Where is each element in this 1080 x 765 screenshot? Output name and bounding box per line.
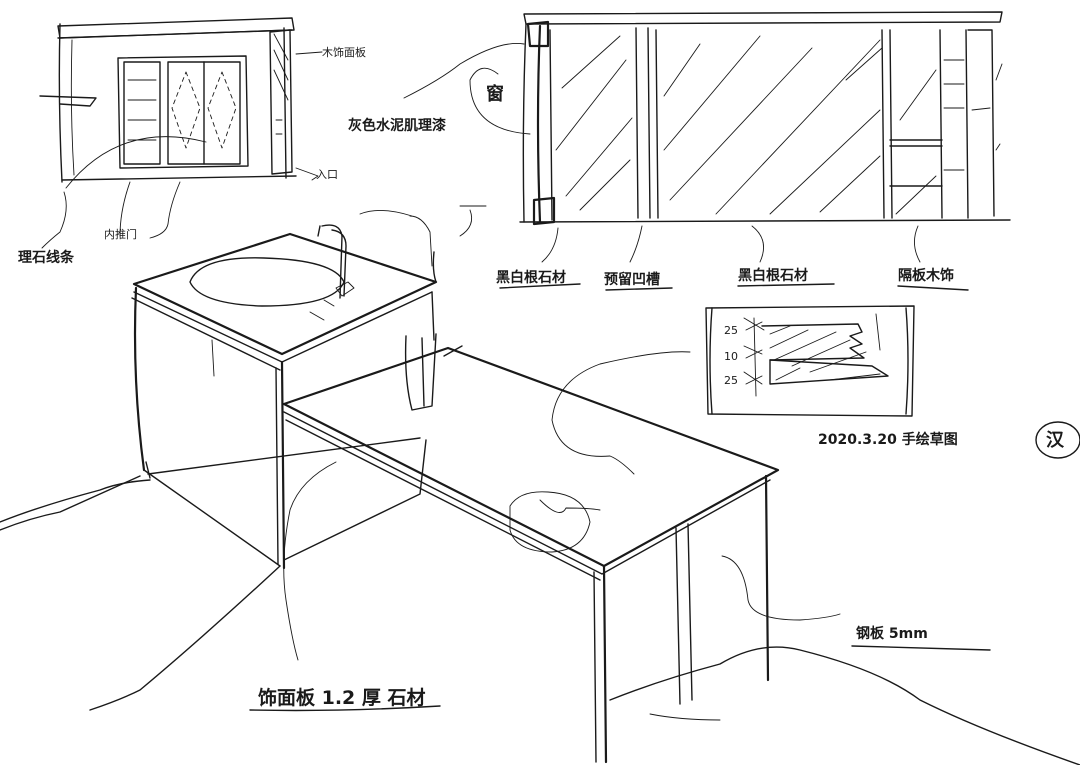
label-wood-veneer: 木饰面板	[322, 45, 366, 59]
date-note: 2020.3.20 手绘草图	[818, 431, 958, 448]
label-stone-strip: 理石线条	[18, 249, 75, 266]
label-black-stone-2: 黑白根石材	[738, 267, 808, 284]
label-black-stone-1: 黑白根石材	[496, 269, 566, 286]
dim-25-top: 25	[724, 324, 738, 337]
countertop-underline	[249, 705, 441, 712]
dim-25-bottom: 25	[724, 374, 738, 387]
elevation-left	[39, 17, 323, 249]
steel-plate-underline	[851, 645, 991, 651]
label-steel-plate: 钢板 5mm	[856, 625, 928, 642]
label-countertop: 饰面板 1.2 厚 石材	[258, 686, 426, 709]
label-inner-door: 内推门	[104, 227, 137, 241]
label-cement-finish: 灰色水泥肌理漆	[348, 117, 446, 134]
annotation-labels: 木饰面板 灰色水泥肌理漆 入口 理石线条 内推门 窗 黑白根石材 预留凹槽 黑白…	[18, 45, 1080, 712]
detail-section	[705, 305, 915, 417]
signature: 汉	[1046, 430, 1065, 451]
vanity-cabinet	[131, 205, 487, 570]
elevation-right	[403, 11, 1011, 263]
label-side-panel: 隔板木饰	[898, 267, 954, 284]
label-entrance: 入口	[316, 168, 338, 181]
label-window: 窗	[486, 83, 504, 105]
signature-circle	[1035, 421, 1080, 459]
label-shadow-gap: 预留凹槽	[604, 271, 660, 288]
dim-10: 10	[724, 350, 738, 363]
label-underlines	[499, 283, 969, 291]
desk-slab	[0, 345, 1080, 765]
